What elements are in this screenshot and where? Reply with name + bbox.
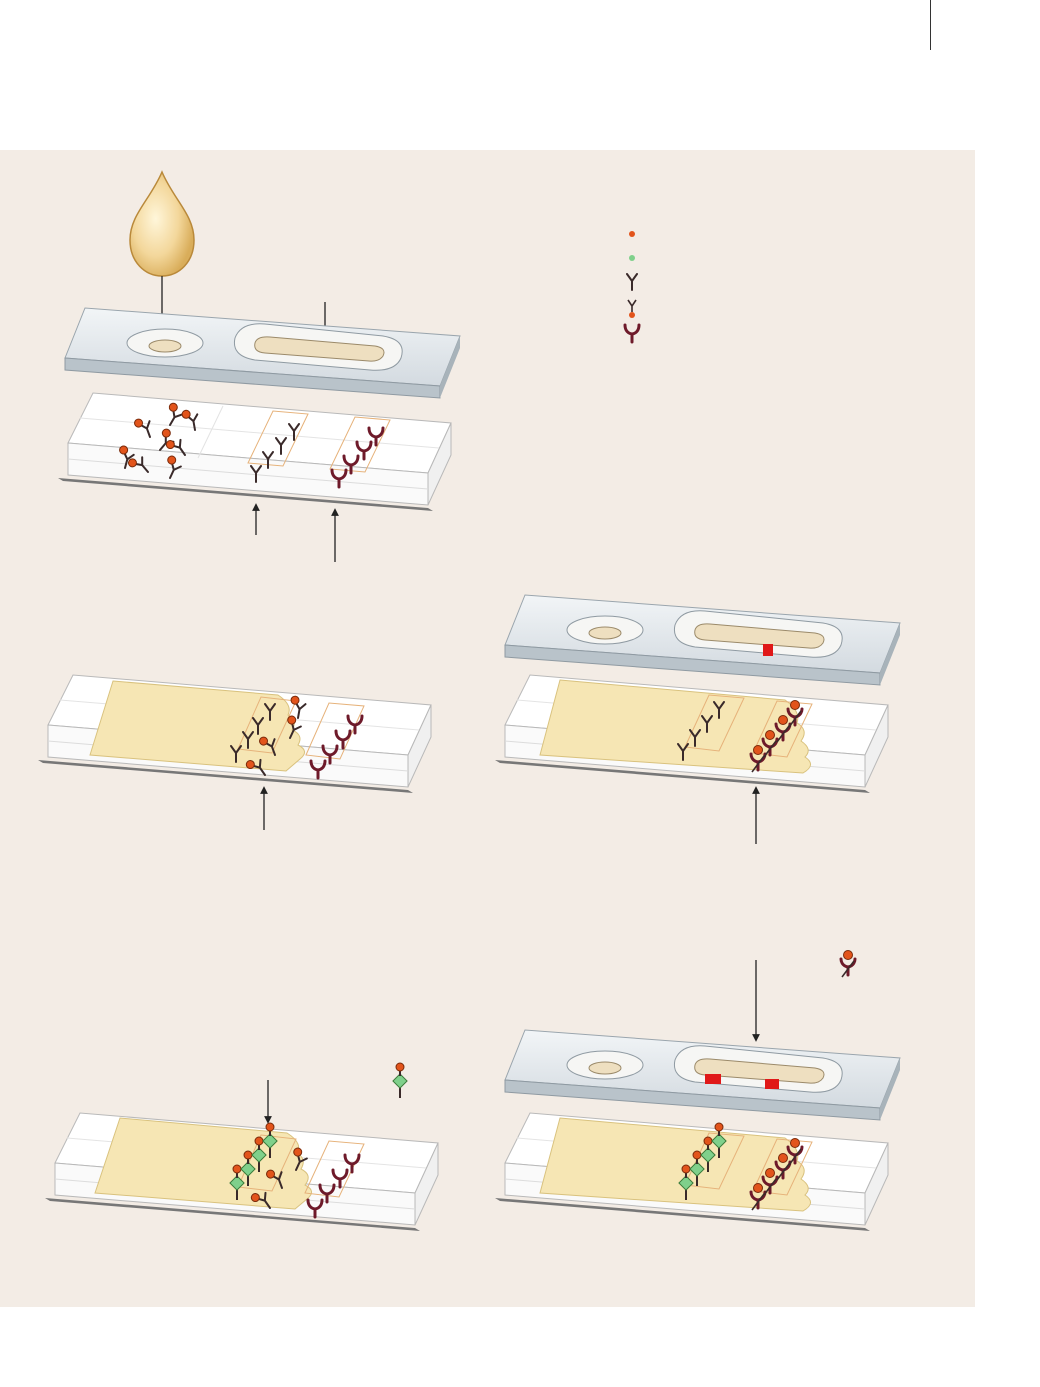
diagram-panel (0, 150, 975, 1307)
step-3-negative-result (494, 594, 901, 844)
capture-antibody-icon (623, 323, 641, 344)
test-cassette (64, 307, 461, 399)
test-line (763, 644, 773, 656)
marker-dot-icon (629, 255, 635, 261)
lateral-flow-diagram (37, 170, 901, 1232)
step-1-sample-application (57, 170, 461, 562)
marked-antibody-icon (391, 1062, 409, 1099)
step-2-flow-to-capture (37, 674, 432, 830)
control-line (705, 1074, 721, 1084)
legend (623, 231, 641, 344)
sample-drop-icon (129, 170, 195, 277)
test-strip (57, 392, 452, 512)
antigen-dot-icon (629, 231, 635, 237)
page-edge-rule (930, 0, 931, 50)
test-line (765, 1079, 779, 1089)
antibody-icon (626, 273, 638, 291)
antigen-antibody-complex-icon (839, 949, 857, 979)
step-5-positive-result (494, 949, 901, 1232)
labeled-antibody-icon (627, 299, 637, 318)
step-4-positive-flow (44, 1062, 439, 1232)
